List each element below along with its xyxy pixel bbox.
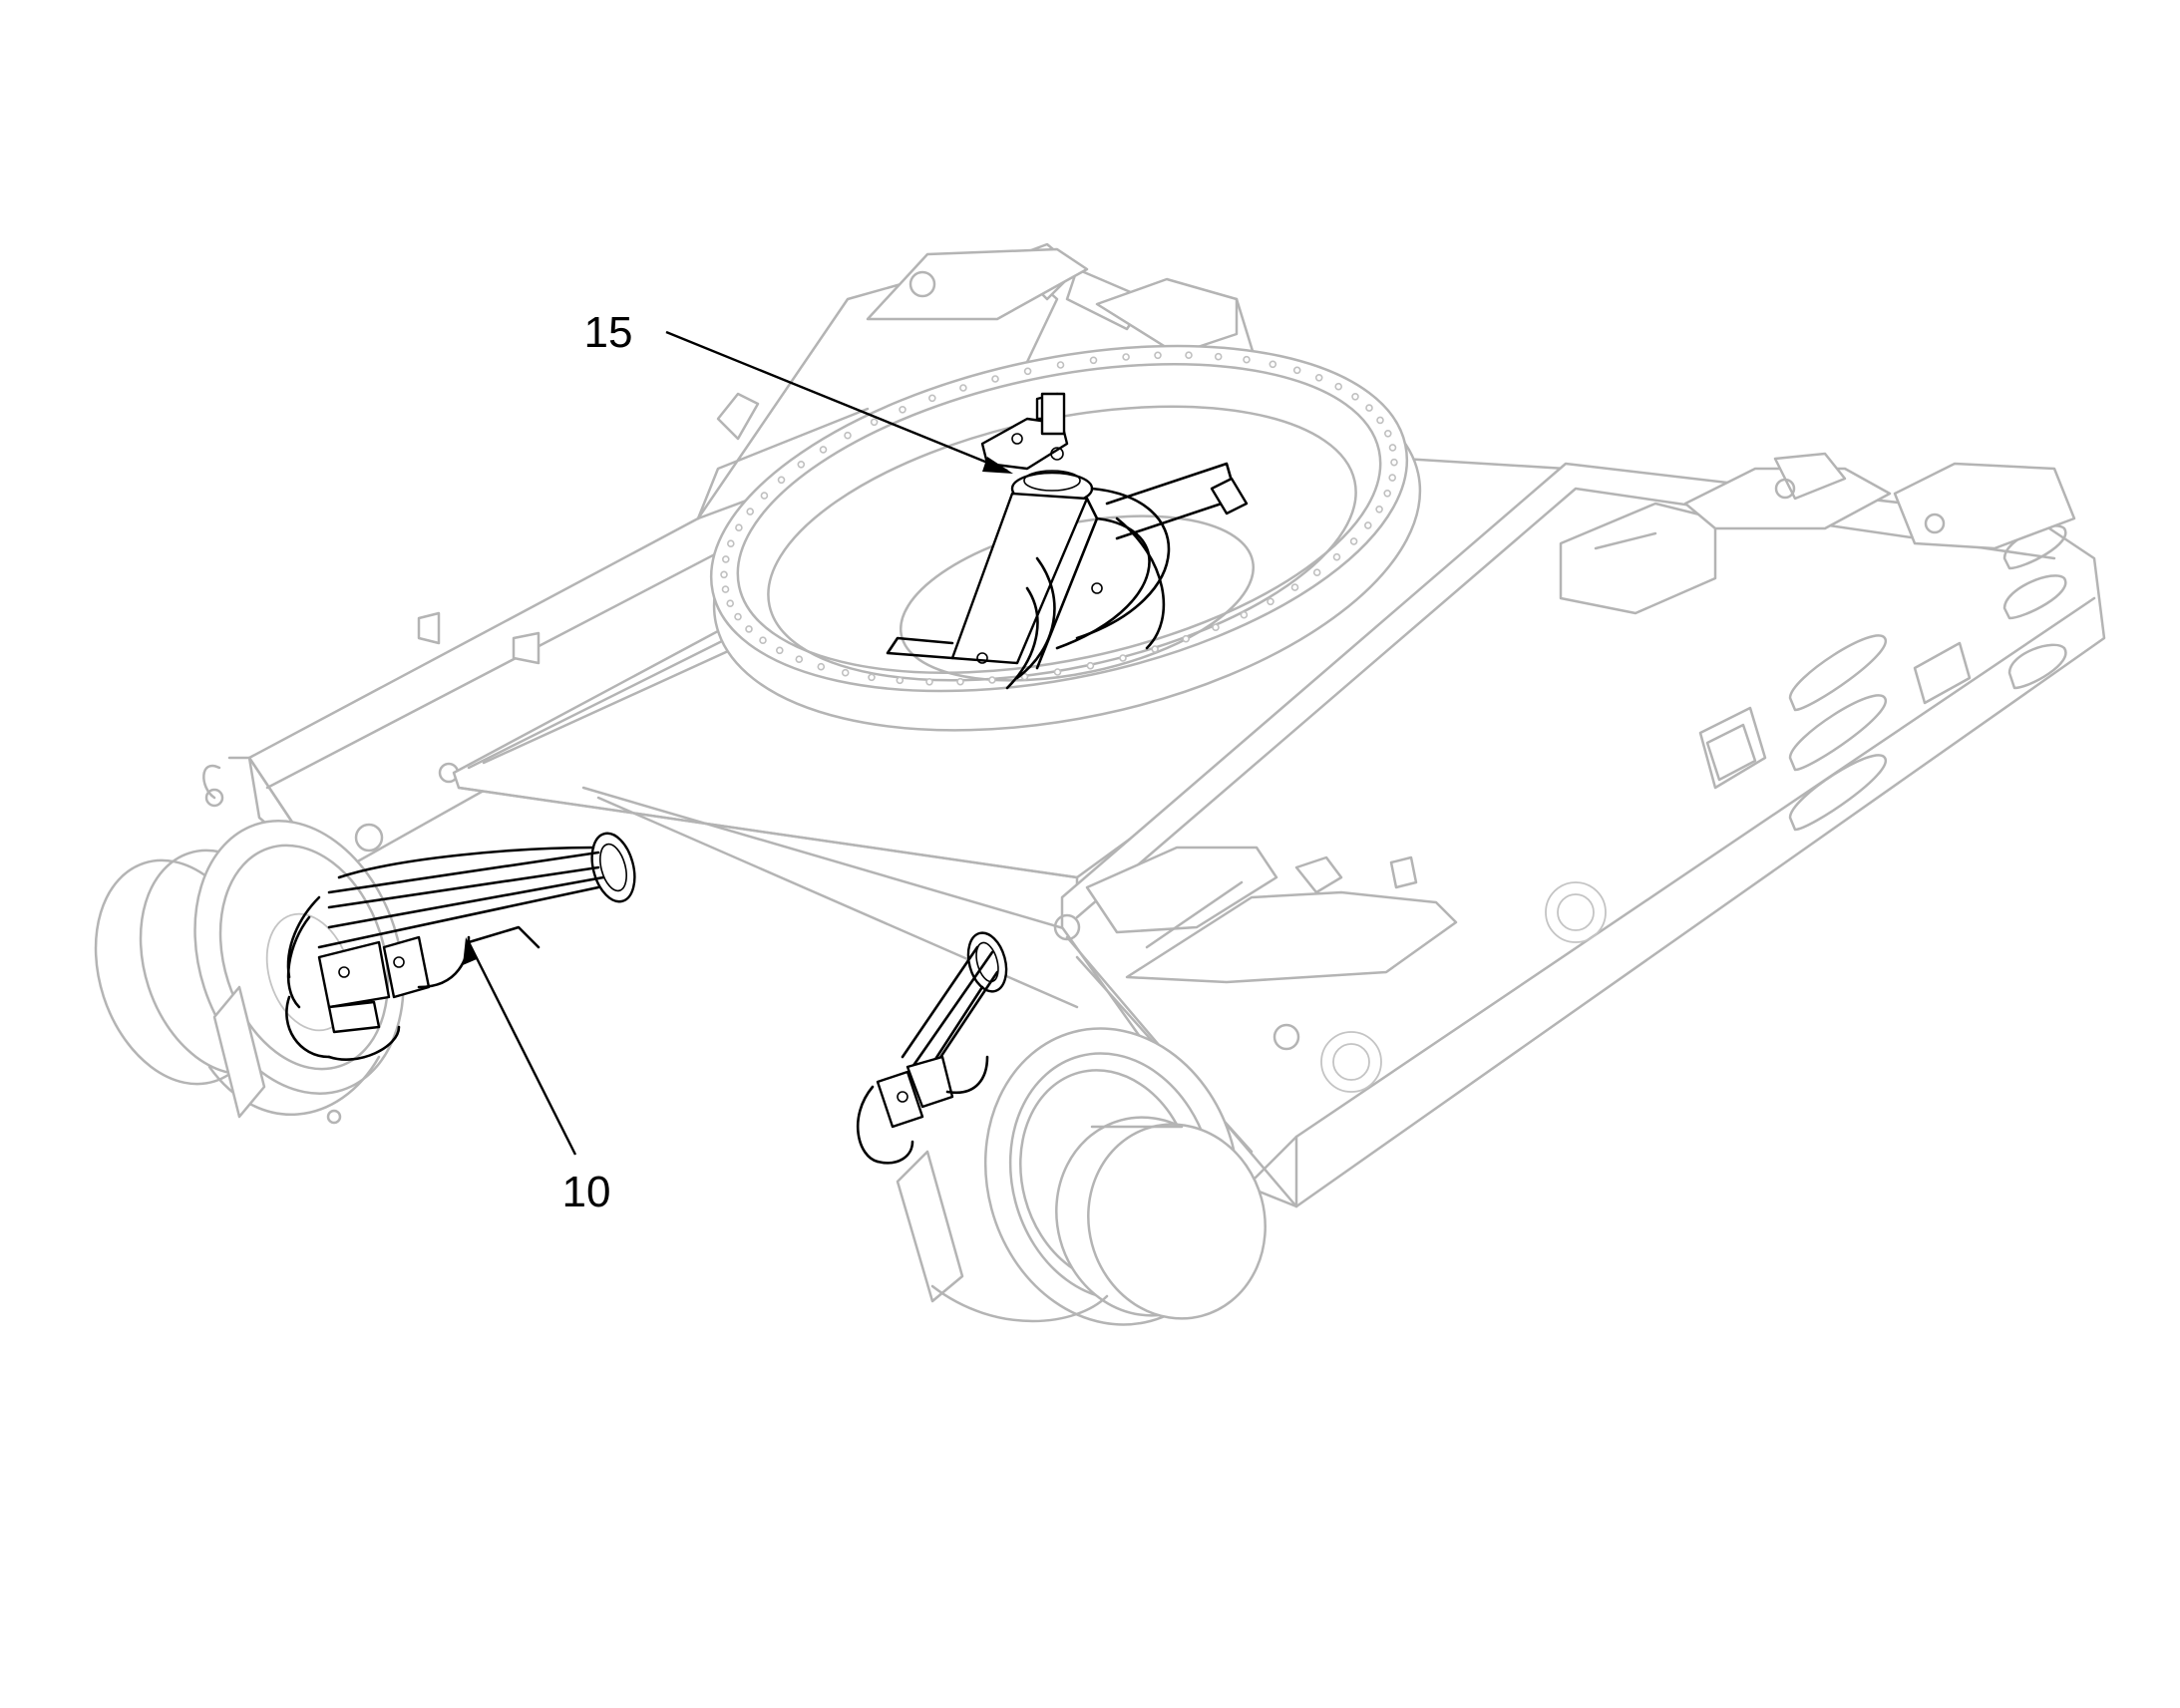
ring-bolt-hole: [1056, 361, 1065, 369]
callout-15-label: 15: [584, 308, 633, 357]
callout-10-arrowhead: [463, 937, 477, 965]
ring-bolt-hole: [775, 646, 784, 655]
ring-bolt-hole: [1375, 505, 1383, 513]
ring-bolt-hole: [760, 492, 769, 500]
ring-bolt-hole: [745, 625, 753, 633]
ring-bolt-hole: [1086, 661, 1095, 670]
callout-15: 15: [584, 308, 1013, 474]
ring-bolt-hole: [726, 599, 735, 608]
ring-bolt-hole: [1023, 367, 1032, 376]
rear-travel-motor-hoses: [285, 832, 636, 1061]
ring-bolt-hole: [1053, 668, 1062, 676]
ring-bolt-hole: [1376, 416, 1384, 425]
ring-bolt-hole: [721, 585, 730, 593]
ring-bolt-hole: [925, 677, 933, 686]
ring-bolt-hole: [927, 394, 936, 403]
ring-bolt-hole: [1332, 552, 1341, 561]
ring-bolt-hole: [797, 460, 806, 469]
callout-10-leader: [467, 941, 577, 1156]
ring-bolt-hole: [988, 676, 996, 684]
ring-bolt-hole: [819, 446, 828, 454]
ring-bolt-hole: [1384, 429, 1392, 438]
ring-bolt-hole: [1119, 654, 1127, 662]
ring-bolt-hole: [1312, 568, 1321, 577]
ring-bolt-hole: [1334, 382, 1342, 391]
ring-bolt-hole: [1240, 610, 1249, 619]
ring-bolt-hole: [841, 668, 850, 677]
ring-bolt-hole: [1290, 583, 1299, 591]
ring-bolt-hole: [868, 673, 876, 682]
ring-bolt-hole: [1182, 634, 1190, 643]
ring-bolt-hole: [1388, 444, 1397, 452]
ring-bolt-hole: [735, 523, 743, 532]
ring-bolt-hole: [899, 405, 907, 414]
ring-bolt-hole: [1314, 373, 1323, 382]
callout-10-label: 10: [562, 1168, 611, 1216]
right-side-frame: [1053, 452, 2106, 1208]
ring-bolt-hole: [817, 662, 826, 671]
ring-bolt-hole: [726, 539, 735, 548]
ring-bolt-hole: [1154, 351, 1162, 360]
front-travel-motor-hoses: [856, 931, 1008, 1165]
ring-bolt-hole: [1390, 458, 1398, 467]
ring-bolt-hole: [1383, 489, 1391, 498]
ring-bolt-hole: [777, 476, 786, 485]
callout-15-arrowhead: [982, 457, 1013, 474]
callout-15-leader: [665, 330, 1008, 473]
ring-bolt-hole: [991, 375, 999, 383]
ring-bolt-hole: [844, 431, 852, 440]
ring-bolt-hole: [959, 384, 967, 392]
ring-bolt-hole: [1267, 597, 1274, 606]
slewing-ring-bolt-holes: [720, 351, 1398, 686]
ring-bolt-hole: [1364, 521, 1372, 529]
ring-bolt-hole: [746, 508, 755, 515]
callout-10: 10: [463, 937, 610, 1216]
ring-bolt-hole: [1351, 392, 1359, 401]
ring-bolt-hole: [721, 555, 730, 563]
front-drive-wheel: [896, 1027, 1267, 1326]
ring-bolt-hole: [1349, 537, 1358, 545]
ring-bolt-hole: [795, 655, 804, 664]
ring-bolt-hole: [759, 636, 767, 645]
ring-bolt-hole: [1185, 351, 1193, 360]
ring-bolt-hole: [1292, 366, 1301, 375]
ring-bolt-hole: [1122, 353, 1130, 361]
ring-bolt-hole: [870, 418, 879, 427]
ring-bolt-hole: [956, 677, 964, 686]
ring-bolt-hole: [1243, 355, 1251, 364]
ring-bolt-hole: [1388, 474, 1396, 482]
ring-bolt-hole: [896, 676, 905, 685]
ring-bolt-hole: [1269, 360, 1277, 369]
ring-bolt-hole: [1151, 645, 1159, 653]
ring-bolt-hole: [1020, 672, 1029, 681]
ring-bolt-hole: [720, 570, 728, 579]
ring-bolt-hole: [734, 612, 742, 621]
ring-bolt-hole: [1365, 404, 1373, 412]
ring-bolt-hole: [1089, 356, 1098, 365]
ring-bolt-hole: [1212, 623, 1220, 632]
ring-bolt-hole: [1214, 352, 1223, 361]
